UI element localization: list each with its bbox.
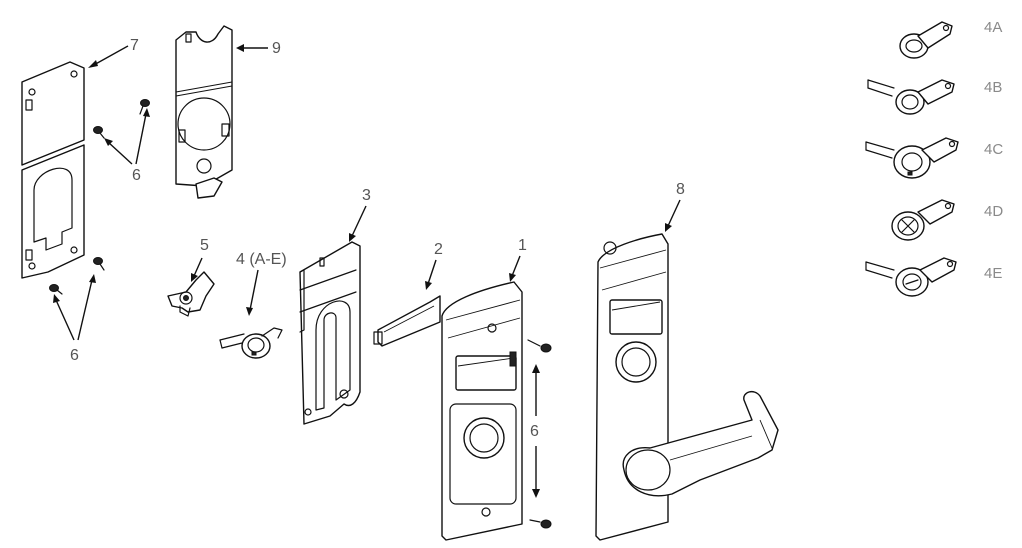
label-9: 9: [272, 40, 281, 57]
part-4-cam: [219, 327, 283, 359]
label-6-upper: 6: [132, 167, 141, 184]
label-4e: 4E: [984, 265, 1002, 282]
part-7-mounting-plate: [21, 61, 85, 279]
label-8: 8: [676, 181, 685, 198]
label-4: 4 (A-E): [236, 251, 287, 268]
screw-2: [93, 126, 105, 139]
screw-5: [527, 339, 552, 353]
screw-4: [49, 284, 63, 295]
label-4a: 4A: [984, 19, 1002, 36]
label-4b: 4B: [984, 79, 1002, 96]
screw-1: [139, 99, 150, 115]
label-1: 1: [518, 237, 527, 254]
label-5: 5: [200, 237, 209, 254]
part-5-bracket: [167, 271, 215, 317]
variant-4e: [865, 257, 957, 297]
label-4d: 4D: [984, 203, 1003, 220]
variant-4b: [867, 79, 955, 115]
label-7: 7: [130, 37, 139, 54]
label-2: 2: [434, 241, 443, 258]
part-3-chassis: [299, 241, 361, 425]
part-8-escutcheon-lever: [595, 233, 779, 541]
label-6-center: 6: [530, 423, 539, 440]
variant-4a: [899, 21, 953, 59]
variant-4c: [865, 137, 959, 179]
screw-3: [93, 257, 105, 271]
label-4c: 4C: [984, 141, 1003, 158]
screw-6: [529, 519, 552, 529]
part-9-back-plate: [175, 25, 233, 199]
part-2-insert: [373, 295, 441, 347]
part-1-lock-body: [441, 281, 523, 541]
leader-arrows: [53, 44, 681, 498]
variant-4d: [891, 199, 955, 241]
label-3: 3: [362, 187, 371, 204]
label-6-lower: 6: [70, 347, 79, 364]
